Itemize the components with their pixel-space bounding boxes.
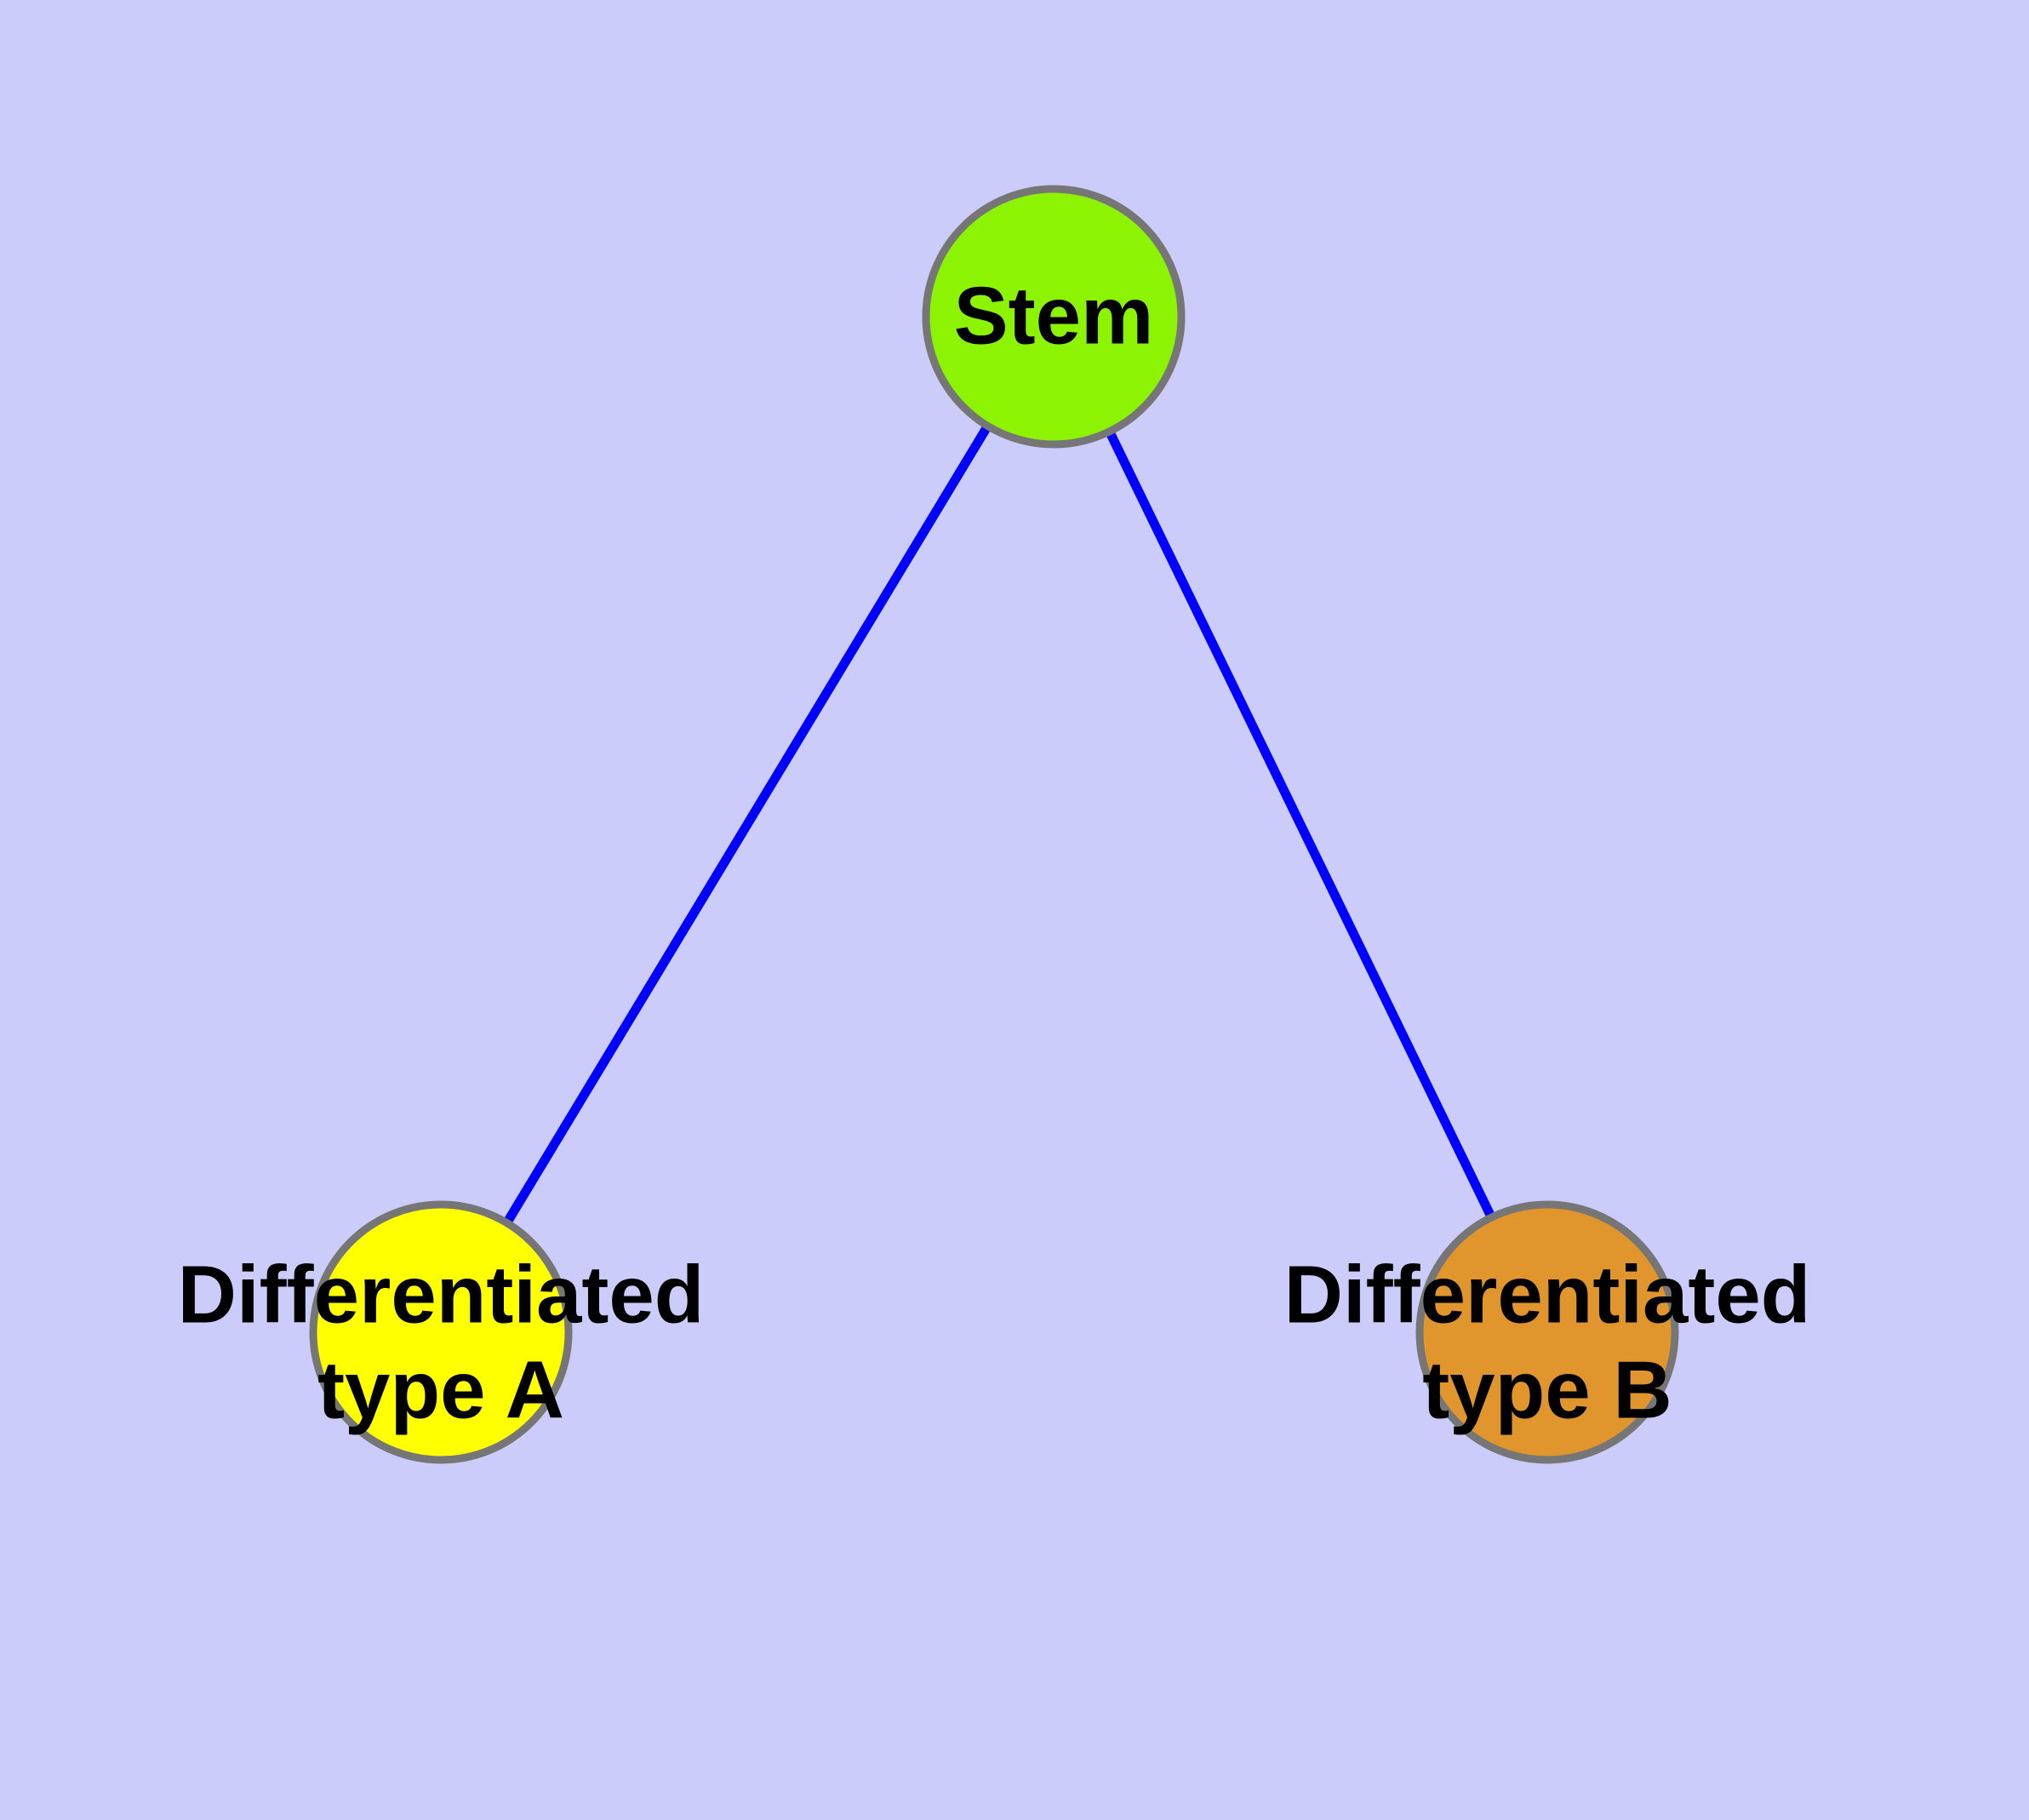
label-layer: Differentiated type A Differentiated typ… [178,1249,1811,1435]
edge-stem-to-differentiated-type-b[interactable] [1049,314,1552,1335]
node-differentiated-type-b-circle[interactable] [1415,1200,1679,1464]
node-differentiated-type-a[interactable] [309,1200,573,1464]
node-stem-circle[interactable] [922,185,1186,449]
node-differentiated-type-a-label-line2: type A [317,1344,564,1435]
node-layer: Stem [309,185,1679,1464]
node-differentiated-type-b-label-line1: Differentiated [1284,1249,1811,1340]
edge-layer [437,314,1552,1335]
node-differentiated-type-a-label-line1: Differentiated [178,1249,705,1340]
node-differentiated-type-a-circle[interactable] [309,1200,573,1464]
node-differentiated-type-b[interactable] [1415,1200,1679,1464]
node-stem-label: Stem [954,270,1154,361]
edge-stem-to-differentiated-type-a[interactable] [437,314,1058,1335]
node-stem[interactable]: Stem [922,185,1186,449]
node-differentiated-type-b-label-line2: type B [1422,1344,1672,1435]
